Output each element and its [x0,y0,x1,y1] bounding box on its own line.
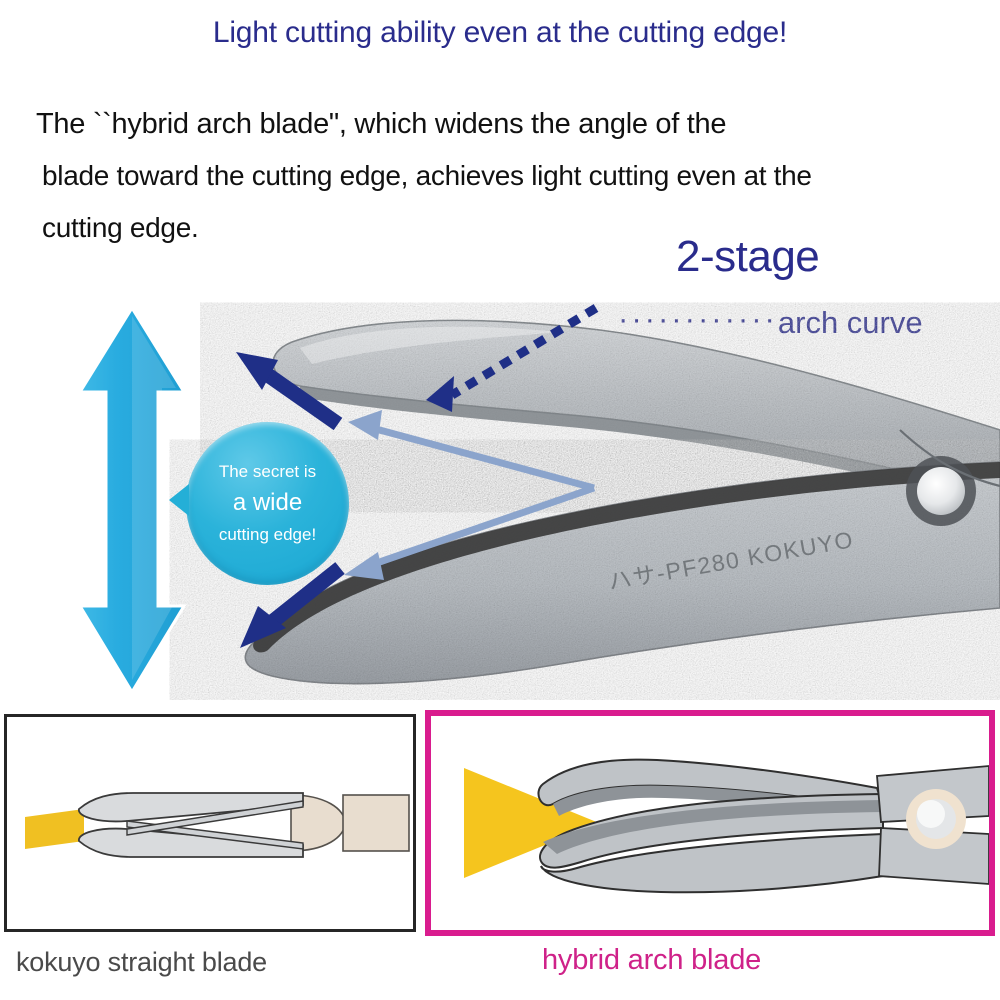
page-title: Light cutting ability even at the cuttin… [212,16,788,49]
bubble-line-3: cutting edge! [218,525,317,545]
panel-hybrid-arch-blade [425,710,995,936]
yellow-wedge-icon [464,768,599,878]
navy-arrow-lower-icon [240,562,345,648]
panel-straight-blade [4,714,416,932]
angle-indicator-arrow-icon [344,410,596,580]
dotted-arrow-icon [426,304,599,412]
arch-curve-label: arch curve [777,305,923,340]
navy-arrow-upper-icon [236,352,343,431]
bubble-line-2: a wide [232,488,303,516]
pivot-rivet [906,789,966,849]
bubble-line-1: The secret is [218,461,317,481]
arch-curve-annotation: ············arch curve [618,301,923,341]
scissors-photo: ハサ-PF280 KOKUYO [0,290,1000,700]
secret-callout-bubble: The secret is a wide cutting edge! [169,422,349,585]
yellow-wedge-icon [25,809,84,849]
caption-straight-blade: kokuyo straight blade [16,947,267,977]
body-paragraph: The ``hybrid arch blade", which widens t… [36,98,976,254]
body-line-3: cutting edge. [42,212,199,243]
leader-dots-icon: ············ [618,301,778,336]
body-line-2: blade toward the cutting edge, achieves … [42,160,812,191]
cyan-double-arrow-icon [68,300,228,700]
caption-hybrid-arch-blade: hybrid arch blade [542,944,762,976]
body-line-1: The ``hybrid arch blade", which widens t… [36,108,727,140]
two-stage-label: 2-stage [676,232,820,281]
pivot-rivet [899,429,1000,526]
